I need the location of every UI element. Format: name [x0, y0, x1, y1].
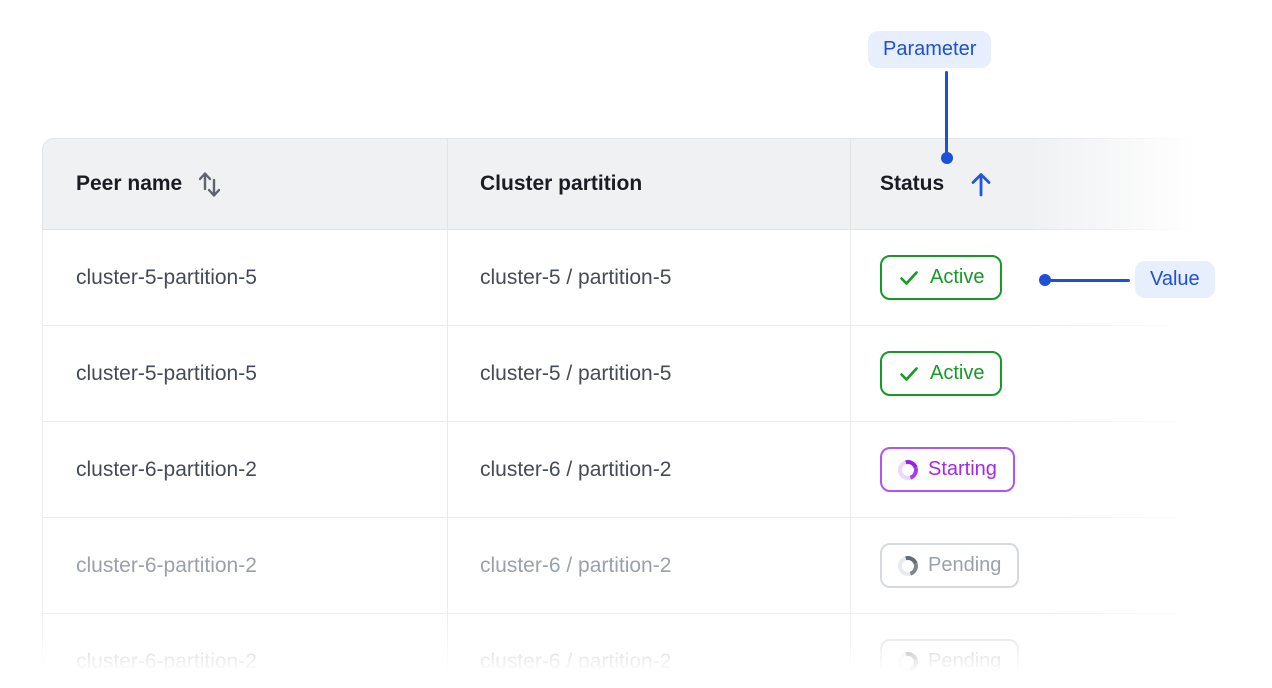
table-header-row: Peer name Cluster partition Status — [42, 138, 1234, 230]
table-row[interactable]: cluster-6-partition-2 cluster-6 / partit… — [43, 614, 1234, 688]
status-badge: Active — [880, 351, 1003, 396]
peer-name-cell: cluster-5-partition-5 — [76, 265, 257, 289]
status-label: Active — [930, 266, 985, 288]
spinner-icon — [894, 647, 922, 676]
peer-name-cell: cluster-6-partition-2 — [76, 457, 257, 481]
peer-name-cell: cluster-6-partition-2 — [76, 553, 257, 577]
spinner-icon — [894, 455, 922, 484]
cluster-partition-cell: cluster-5 / partition-5 — [480, 265, 672, 289]
status-label: Starting — [928, 458, 997, 480]
status-label: Pending — [928, 650, 1002, 672]
peer-name-cell: cluster-5-partition-5 — [76, 361, 257, 385]
sort-up-down-icon[interactable] — [196, 168, 223, 201]
sort-ascending-icon[interactable] — [966, 168, 996, 200]
parameter-connector-dot — [941, 152, 953, 164]
status-badge: Active — [880, 255, 1003, 300]
cluster-partition-cell: cluster-6 / partition-2 — [480, 553, 672, 577]
spinner-icon — [894, 551, 922, 580]
peers-table: Peer name Cluster partition Status — [42, 138, 1234, 688]
status-badge: Starting — [880, 447, 1015, 492]
column-header-cluster-partition[interactable]: Cluster partition — [447, 139, 850, 229]
cluster-partition-cell: cluster-5 / partition-5 — [480, 361, 672, 385]
column-header-peer-name[interactable]: Peer name — [43, 139, 447, 229]
table-row[interactable]: cluster-5-partition-5 cluster-5 / partit… — [43, 230, 1234, 326]
column-label: Peer name — [76, 172, 183, 195]
value-connector-line — [1050, 279, 1130, 282]
check-icon — [898, 267, 920, 289]
status-label: Active — [930, 362, 985, 384]
cluster-partition-cell: cluster-6 / partition-2 — [480, 649, 672, 673]
status-badge: Pending — [880, 639, 1020, 684]
column-label: Cluster partition — [480, 172, 643, 195]
check-icon — [898, 363, 920, 385]
peer-name-cell: cluster-6-partition-2 — [76, 649, 257, 673]
parameter-annotation-label: Parameter — [868, 31, 992, 68]
table-row[interactable]: cluster-5-partition-5 cluster-5 / partit… — [43, 326, 1234, 422]
value-connector-dot — [1039, 274, 1051, 286]
value-annotation-label: Value — [1135, 261, 1215, 298]
status-badge: Pending — [880, 543, 1020, 588]
column-header-status[interactable]: Status — [850, 139, 1234, 229]
column-label: Status — [880, 172, 945, 195]
table-row[interactable]: cluster-6-partition-2 cluster-6 / partit… — [43, 518, 1234, 614]
table-body: cluster-5-partition-5 cluster-5 / partit… — [42, 230, 1234, 688]
cluster-partition-cell: cluster-6 / partition-2 — [480, 457, 672, 481]
table-row[interactable]: cluster-6-partition-2 cluster-6 / partit… — [43, 422, 1234, 518]
parameter-connector-line — [945, 71, 948, 153]
status-label: Pending — [928, 554, 1002, 576]
